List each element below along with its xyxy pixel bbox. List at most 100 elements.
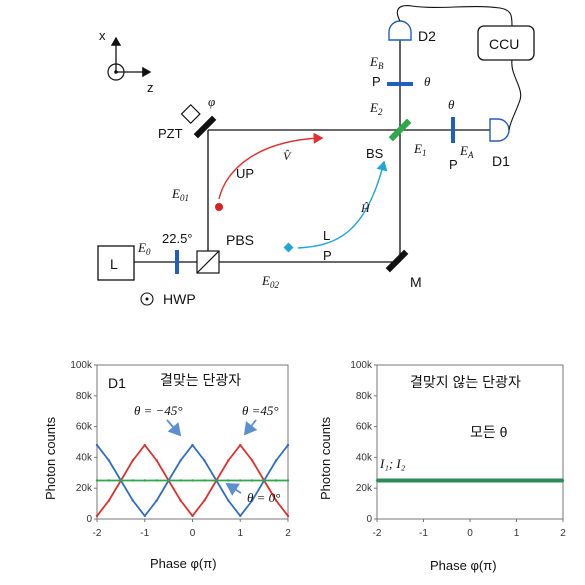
right-series-0-point — [561, 479, 565, 482]
v-hat-label: V̂ — [283, 149, 292, 163]
left-series-0-point — [250, 459, 254, 462]
beam-splitter — [388, 118, 412, 142]
left-series-1-point — [286, 443, 290, 447]
pzt-mirror — [193, 115, 217, 139]
eb-label: EB — [369, 54, 384, 71]
e0-label: E0 — [137, 240, 151, 257]
hwp-label: HWP — [163, 291, 196, 307]
v-path-arrow — [218, 132, 324, 200]
left-series-1-point — [191, 443, 194, 447]
right-y-tick-label: 100k — [350, 360, 373, 371]
left-series-0-point — [155, 459, 158, 462]
left-series-0-point — [203, 499, 206, 502]
left-series-2-point — [286, 479, 290, 482]
ccu-box — [477, 25, 535, 61]
left-series-2-point — [239, 479, 242, 482]
left-y-axis-label: Photon counts — [43, 416, 58, 500]
h-path-arrow — [297, 160, 388, 249]
left-series-0-point — [107, 499, 111, 502]
mirror-m — [385, 249, 409, 273]
l-label: L — [323, 228, 330, 243]
bs-label: BS — [366, 146, 384, 161]
left-series-2-point — [215, 479, 218, 482]
left-series-0-point — [95, 514, 99, 518]
left-series-0-point — [179, 499, 182, 502]
e2-label: E2 — [369, 100, 383, 117]
left-series-0-point — [274, 499, 278, 502]
hwp-angle-label: 22.5° — [162, 231, 193, 246]
left-series-0-point — [239, 443, 242, 447]
right-y-tick-label: 60k — [356, 422, 373, 433]
left-series-0-point — [131, 459, 135, 462]
up-label: UP — [236, 166, 254, 181]
left-series-2-point — [107, 479, 111, 482]
pzt-label: PZT — [158, 126, 183, 141]
d2-cable — [396, 5, 513, 27]
right-series-0-point — [515, 479, 518, 482]
arrow-0 — [225, 483, 242, 496]
laser-box — [97, 245, 135, 281]
left-y-tick-label: 80k — [76, 391, 93, 402]
pbs-label: PBS — [226, 232, 254, 248]
left-series-1-point — [250, 499, 254, 502]
right-y-axis-label: Photon counts — [318, 416, 333, 500]
mirror-label: M — [410, 274, 422, 290]
d2-label: D2 — [418, 28, 436, 44]
left-series-1-point — [143, 514, 146, 518]
all-theta-label: 모든 θ — [470, 424, 508, 440]
ccu-label: CCU — [489, 36, 519, 52]
right-x-ticks: -2 -1 0 1 2 — [373, 519, 566, 539]
e1-label: E1 — [413, 141, 426, 158]
theta-pos45-label: θ =45° — [242, 403, 279, 418]
right-y-tick-label: 0 — [366, 514, 372, 525]
left-series-2-point — [95, 479, 99, 482]
left-series-1-point — [155, 499, 158, 502]
p-right-label: P — [449, 157, 458, 172]
axis-z-label: z — [147, 80, 154, 95]
right-y-tick-label: 20k — [356, 483, 373, 494]
left-series-0-point — [191, 514, 194, 518]
right-y-tick-label: 40k — [356, 452, 373, 463]
left-series-1-point — [203, 459, 206, 462]
right-series-0-point — [468, 479, 472, 482]
left-series-0-point — [286, 514, 290, 518]
left-x-tick-label: 0 — [190, 528, 196, 539]
polarization-out-of-plane-icon — [140, 292, 154, 306]
theta-neg45-label: θ = −45° — [134, 403, 183, 418]
left-series-1-point — [239, 514, 242, 518]
polarizer-right — [451, 117, 455, 143]
left-x-tick-label: 2 — [285, 528, 291, 539]
d1-label: D1 — [492, 153, 510, 169]
right-x-tick-label: 2 — [560, 528, 566, 539]
e01-label: E01 — [171, 186, 189, 203]
theta-right-label: θ — [448, 97, 455, 112]
theta-top-label: θ — [424, 74, 431, 89]
left-series-2-point — [203, 479, 206, 482]
right-x-axis-label: Phase φ(π) — [430, 558, 497, 573]
left-series-1-point — [131, 499, 135, 502]
left-series-2-point — [262, 479, 266, 482]
d1-cable — [508, 59, 522, 131]
right-series-0-point — [422, 479, 425, 482]
left-y-tick-label: 40k — [76, 452, 93, 463]
left-series-1-point — [274, 459, 278, 462]
right-x-tick-label: -1 — [419, 528, 428, 539]
p-lower-label: P — [323, 248, 332, 263]
e02-label: E02 — [261, 273, 279, 290]
left-series-2-point — [227, 479, 230, 482]
arrow-pos45 — [243, 419, 258, 436]
beam-paths — [122, 40, 490, 263]
right-x-tick-label: -2 — [373, 528, 382, 539]
left-series-0-point — [143, 443, 146, 447]
right-x-tick-label: 0 — [467, 528, 473, 539]
laser-label: L — [110, 256, 118, 272]
left-x-tick-label: -1 — [140, 528, 149, 539]
coordinate-axes: x z — [99, 28, 154, 95]
left-series-1-point — [227, 499, 230, 502]
right-x-tick-label: 1 — [514, 528, 520, 539]
left-series-2-point — [167, 479, 170, 482]
left-detector-label: D1 — [108, 375, 126, 391]
